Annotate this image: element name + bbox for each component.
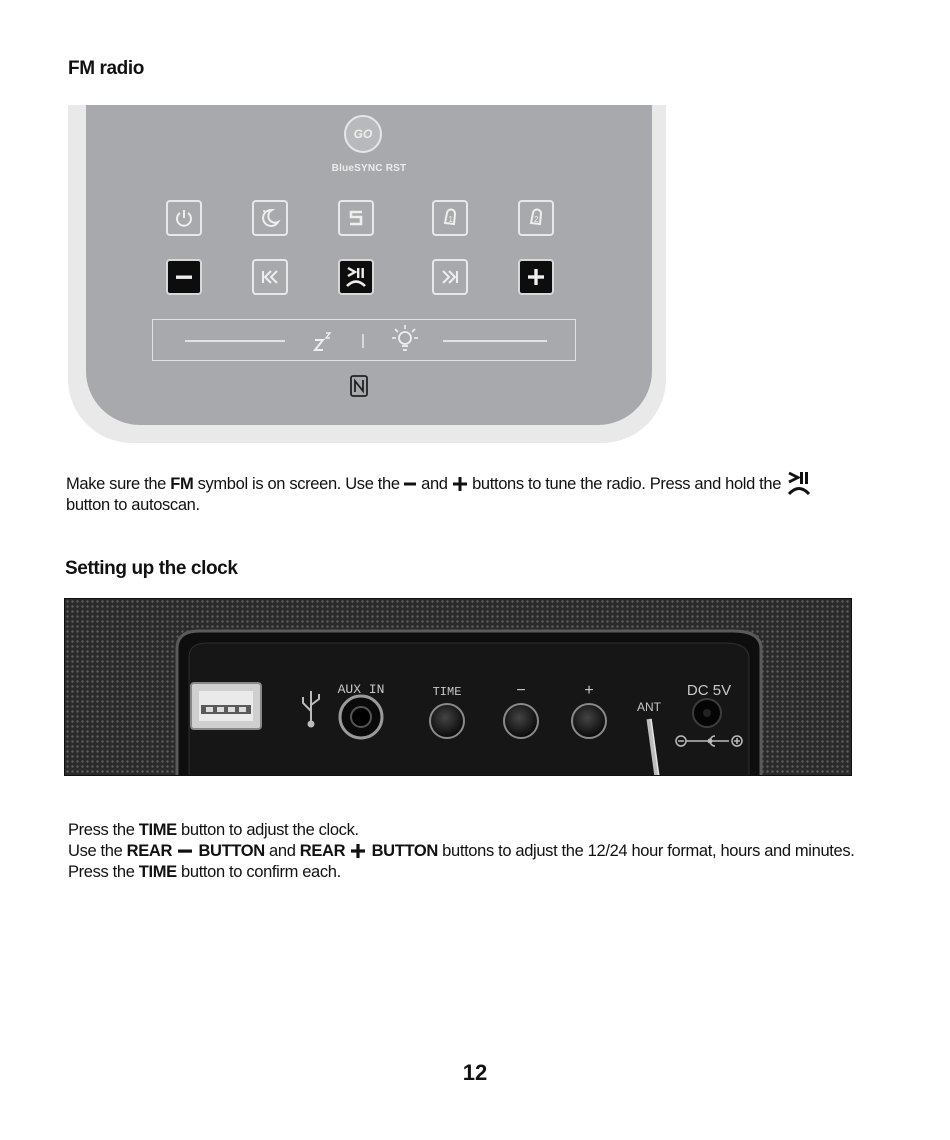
logo-text: GO bbox=[353, 127, 373, 141]
previous-button bbox=[252, 259, 288, 295]
clock-instructions: Press the TIME button to adjust the cloc… bbox=[68, 820, 928, 883]
clock-text-2a: Use the bbox=[68, 842, 127, 860]
time-button-ref-2: TIME bbox=[138, 863, 177, 881]
clock-text-3a: Press the bbox=[68, 863, 139, 881]
time-button-ref: TIME bbox=[138, 821, 177, 839]
rear-plus-ref-b: BUTTON bbox=[367, 842, 439, 860]
plus-symbol-icon bbox=[351, 844, 366, 858]
fm-text-4: buttons to tune the radio. Press and hol… bbox=[467, 475, 786, 493]
plus-symbol-icon bbox=[452, 477, 467, 491]
polarity-icon bbox=[675, 735, 743, 747]
aux-in-label: AUX IN bbox=[338, 682, 385, 697]
fm-text-3: and bbox=[416, 475, 452, 493]
play-pause-phone-symbol-icon bbox=[788, 471, 811, 495]
play-pause-call-button bbox=[338, 259, 374, 295]
clock-text-2c: buttons to adjust the 12/24 hour format,… bbox=[437, 842, 855, 860]
time-label: TIME bbox=[433, 685, 462, 699]
rear-minus-ref-a: REAR bbox=[126, 842, 177, 860]
fm-text-1: Make sure the bbox=[66, 475, 171, 493]
snooze-light-strip bbox=[152, 319, 576, 361]
light-bulb-icon bbox=[392, 325, 418, 351]
alarm2-button: 2 bbox=[518, 200, 554, 236]
strip-line-right bbox=[443, 340, 547, 342]
brand-name: BlueSYNC RST bbox=[331, 163, 407, 174]
rear-plus-ref-a: REAR bbox=[299, 842, 350, 860]
minus-symbol-icon bbox=[178, 849, 193, 853]
usb-icon bbox=[302, 691, 320, 728]
minus-button bbox=[166, 259, 202, 295]
fm-text-2: symbol is on screen. Use the bbox=[193, 475, 404, 493]
rear-minus-button bbox=[503, 703, 539, 739]
rear-minus-ref-b: BUTTON bbox=[194, 842, 265, 860]
fm-label: FM bbox=[170, 475, 194, 493]
usb-port bbox=[190, 682, 262, 730]
time-button bbox=[429, 703, 465, 739]
plus-label: + bbox=[584, 682, 593, 699]
alarm1-button: 1 bbox=[432, 200, 468, 236]
rear-panel-photo: AUX IN TIME − + ANT DC 5V bbox=[64, 598, 852, 776]
ant-label: ANT bbox=[637, 700, 662, 714]
power-icon bbox=[176, 210, 192, 227]
strip-divider bbox=[362, 334, 364, 348]
dc-5v-label: DC 5V bbox=[687, 682, 731, 699]
section-heading-clock: Setting up the clock bbox=[65, 558, 238, 579]
fm-text-5: button to autoscan. bbox=[66, 496, 200, 514]
play-pause-phone-icon bbox=[346, 266, 366, 287]
bell-two-icon: 2 bbox=[529, 208, 542, 226]
clock-text-1a: Press the bbox=[68, 821, 139, 839]
clock-text-3b: button to confirm each. bbox=[176, 863, 341, 881]
fm-instructions: Make sure the FM symbol is on screen. Us… bbox=[66, 471, 886, 516]
minus-symbol-icon bbox=[403, 482, 416, 486]
rear-panel-drawing: AUX IN TIME − + ANT DC 5V bbox=[175, 629, 763, 775]
skip-back-icon bbox=[262, 270, 278, 284]
control-panel-photo: GO BlueSYNC RST 1 2 bbox=[68, 105, 666, 443]
clock-text-1b: button to adjust the clock. bbox=[176, 821, 359, 839]
section-heading-fm-radio: FM radio bbox=[68, 58, 144, 79]
snooze-icon bbox=[312, 332, 332, 351]
moon-icon bbox=[262, 208, 281, 227]
sleep-button bbox=[252, 200, 288, 236]
source-button bbox=[338, 200, 374, 236]
aux-jack bbox=[350, 706, 372, 728]
svg-text:1: 1 bbox=[449, 215, 454, 224]
minus-icon bbox=[176, 275, 192, 279]
brand-logo: GO bbox=[344, 115, 382, 153]
power-button bbox=[166, 200, 202, 236]
skip-forward-icon bbox=[442, 270, 458, 284]
strip-line-left bbox=[185, 340, 285, 342]
nfc-icon bbox=[350, 375, 368, 397]
minus-label: − bbox=[516, 682, 525, 699]
panel-face: GO BlueSYNC RST 1 2 bbox=[86, 105, 652, 425]
bell-one-icon: 1 bbox=[443, 208, 456, 226]
plus-button bbox=[518, 259, 554, 295]
next-button bbox=[432, 259, 468, 295]
rear-plus-button bbox=[571, 703, 607, 739]
page-number: 12 bbox=[462, 1060, 488, 1085]
plus-icon bbox=[528, 269, 544, 285]
source-icon bbox=[349, 210, 363, 226]
clock-text-2b: and bbox=[264, 842, 300, 860]
svg-text:2: 2 bbox=[534, 215, 539, 224]
antenna-wire bbox=[646, 718, 660, 775]
